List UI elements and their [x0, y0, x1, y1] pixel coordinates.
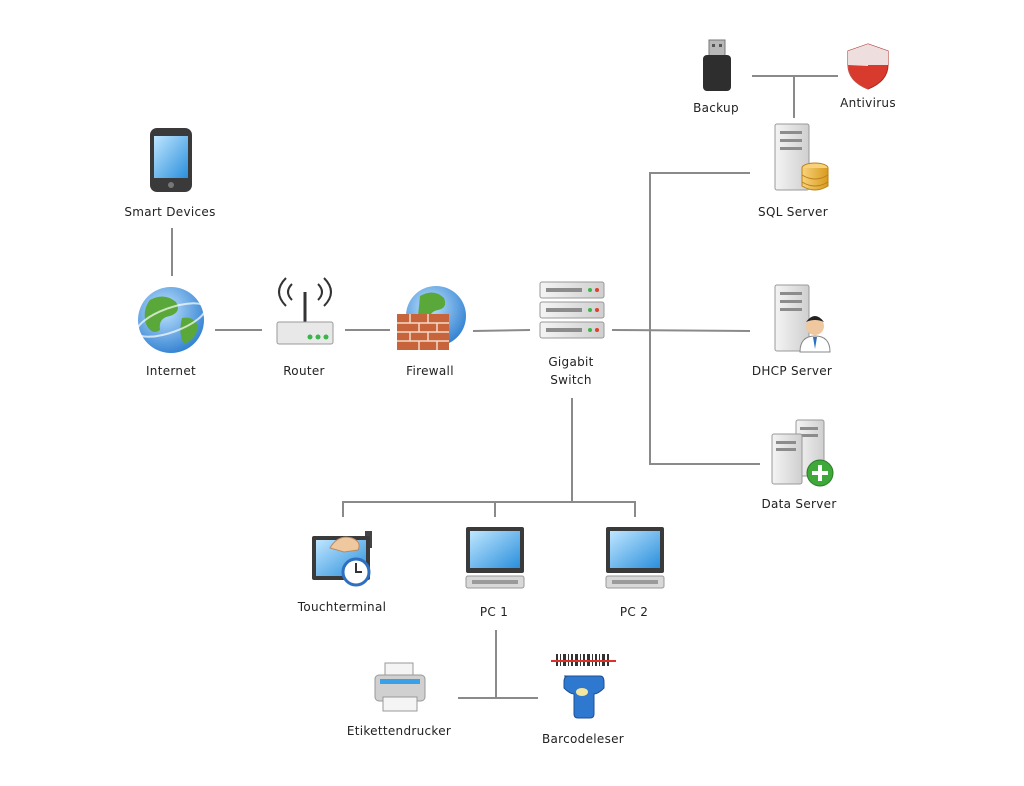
firewall-node[interactable]: Firewall	[397, 286, 466, 378]
pc2-label: PC 2	[620, 605, 648, 619]
link-switch-dhcp	[611, 329, 751, 332]
dhcp-server-label: DHCP Server	[752, 364, 832, 378]
database-server-icon	[774, 123, 829, 191]
etikettendrucker-node[interactable]: Etikettendrucker	[347, 662, 451, 738]
desktop-monitor-icon	[605, 527, 665, 589]
desktop-monitor-icon	[465, 527, 525, 589]
connections	[171, 75, 838, 699]
wifi-router-icon	[276, 277, 334, 345]
link-server-bus	[649, 172, 760, 465]
antivirus-label: Antivirus	[840, 96, 896, 110]
printer-icon	[374, 662, 426, 712]
link-firewall-switch	[472, 329, 531, 332]
switch-label-line1: Gigabit	[548, 355, 593, 369]
pc2-node[interactable]: PC 2	[605, 527, 665, 619]
backup-label: Backup	[693, 101, 739, 115]
user-server-icon	[774, 284, 831, 353]
usb-drive-icon	[703, 39, 731, 91]
barcode-scanner-icon	[551, 654, 616, 719]
server-add-icon	[771, 419, 834, 487]
barcodeleser-node[interactable]: Barcodeleser	[542, 654, 624, 746]
pc1-label: PC 1	[480, 605, 508, 619]
network-switch-icon	[539, 281, 605, 339]
smart-devices-label: Smart Devices	[124, 205, 215, 219]
data-server-node[interactable]: Data Server	[761, 419, 836, 511]
data-server-label: Data Server	[761, 497, 836, 511]
touchterminal-node[interactable]: Touchterminal	[297, 531, 386, 614]
shield-icon	[847, 43, 889, 90]
firewall-label: Firewall	[406, 364, 454, 378]
internet-node[interactable]: Internet	[133, 287, 209, 378]
etikettendrucker-label: Etikettendrucker	[347, 724, 451, 738]
router-node[interactable]: Router	[276, 277, 334, 378]
internet-label: Internet	[146, 364, 196, 378]
router-label: Router	[283, 364, 325, 378]
smartphone-icon	[150, 128, 192, 192]
barcodeleser-label: Barcodeleser	[542, 732, 624, 746]
antivirus-node[interactable]: Antivirus	[840, 43, 896, 110]
switch-node[interactable]: Gigabit Switch	[539, 281, 605, 387]
touch-clock-terminal-icon	[312, 531, 372, 587]
sql-server-label: SQL Server	[758, 205, 828, 219]
backup-node[interactable]: Backup	[693, 39, 739, 115]
link-client-bus	[342, 501, 636, 517]
globe-icon	[135, 287, 207, 353]
dhcp-server-node[interactable]: DHCP Server	[752, 284, 832, 378]
smart-devices-node[interactable]: Smart Devices	[124, 128, 215, 219]
pc1-node[interactable]: PC 1	[465, 527, 525, 619]
firewall-icon	[397, 286, 466, 350]
touchterminal-label: Touchterminal	[297, 600, 386, 614]
sql-server-node[interactable]: SQL Server	[758, 123, 829, 219]
switch-label-line2: Switch	[550, 373, 591, 387]
